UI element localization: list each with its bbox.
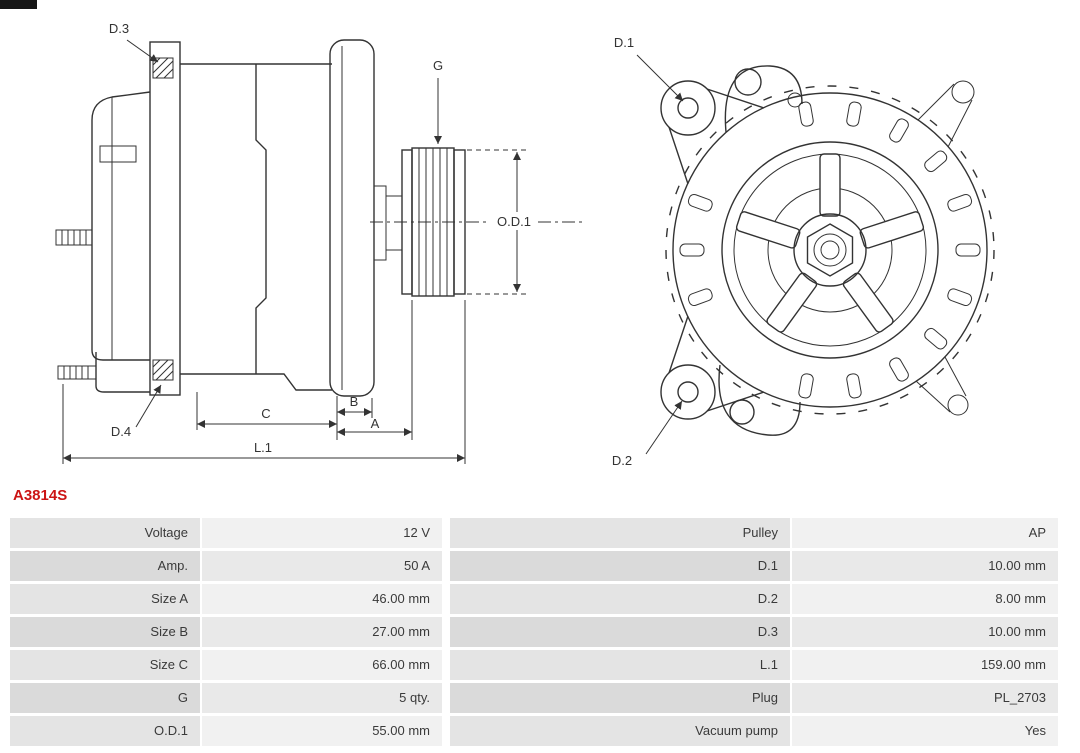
spec-label: D.2 (450, 584, 790, 614)
spec-label: D.3 (450, 617, 790, 647)
spec-label: O.D.1 (10, 716, 200, 746)
part-number: A3814S (13, 487, 68, 504)
spec-label: Amp. (10, 551, 200, 581)
spec-label: Size C (10, 650, 200, 680)
dim-label-g: G (433, 58, 443, 73)
dim-label-d4: D.4 (111, 424, 131, 439)
spec-label: Size B (10, 617, 200, 647)
spec-row: Size A 46.00 mm D.2 8.00 mm (10, 584, 1058, 614)
spec-value: 12 V (202, 518, 442, 548)
dim-label-d1: D.1 (614, 35, 634, 50)
spec-value: 10.00 mm (792, 551, 1058, 581)
alternator-drawing-svg: D.3 D.4 G O.D.1 C B A L.1 (55, 21, 995, 468)
spec-value: 66.00 mm (202, 650, 442, 680)
spec-label: G (10, 683, 200, 713)
spec-row: Size B 27.00 mm D.3 10.00 mm (10, 617, 1058, 647)
spec-value: 46.00 mm (202, 584, 442, 614)
spec-value: AP (792, 518, 1058, 548)
dim-label-d3: D.3 (109, 21, 129, 36)
spec-value: 27.00 mm (202, 617, 442, 647)
spec-row: Amp. 50 A D.1 10.00 mm (10, 551, 1058, 581)
spec-value: PL_2703 (792, 683, 1058, 713)
spec-label: Vacuum pump (450, 716, 790, 746)
spec-table: Voltage 12 V Pulley AP Amp. 50 A D.1 10.… (10, 518, 1058, 749)
side-view-dimensions: D.3 D.4 G O.D.1 C B A L.1 (62, 21, 538, 464)
spec-row: G 5 qty. Plug PL_2703 (10, 683, 1058, 713)
alternator-technical-drawing: D.3 D.4 G O.D.1 C B A L.1 (55, 21, 995, 468)
dim-label-d2: D.2 (612, 453, 632, 468)
spec-label: Voltage (10, 518, 200, 548)
alternator-front-view: D.1 D.2 (612, 35, 995, 468)
spec-value: 159.00 mm (792, 650, 1058, 680)
spec-label: Size A (10, 584, 200, 614)
spec-value: 10.00 mm (792, 617, 1058, 647)
dim-label-a: A (371, 416, 380, 431)
dim-label-c: C (261, 406, 270, 421)
spec-label: Plug (450, 683, 790, 713)
spec-value: Yes (792, 716, 1058, 746)
dim-label-od1: O.D.1 (497, 214, 531, 229)
dim-label-l1: L.1 (254, 440, 272, 455)
spec-row: Size C 66.00 mm L.1 159.00 mm (10, 650, 1058, 680)
spec-label: L.1 (450, 650, 790, 680)
logo-fragment (0, 0, 37, 9)
spec-value: 50 A (202, 551, 442, 581)
spec-label: D.1 (450, 551, 790, 581)
spec-label: Pulley (450, 518, 790, 548)
spec-row: Voltage 12 V Pulley AP (10, 518, 1058, 548)
spec-row: O.D.1 55.00 mm Vacuum pump Yes (10, 716, 1058, 746)
spec-value: 8.00 mm (792, 584, 1058, 614)
dim-label-b: B (350, 394, 359, 409)
spec-value: 5 qty. (202, 683, 442, 713)
spec-value: 55.00 mm (202, 716, 442, 746)
